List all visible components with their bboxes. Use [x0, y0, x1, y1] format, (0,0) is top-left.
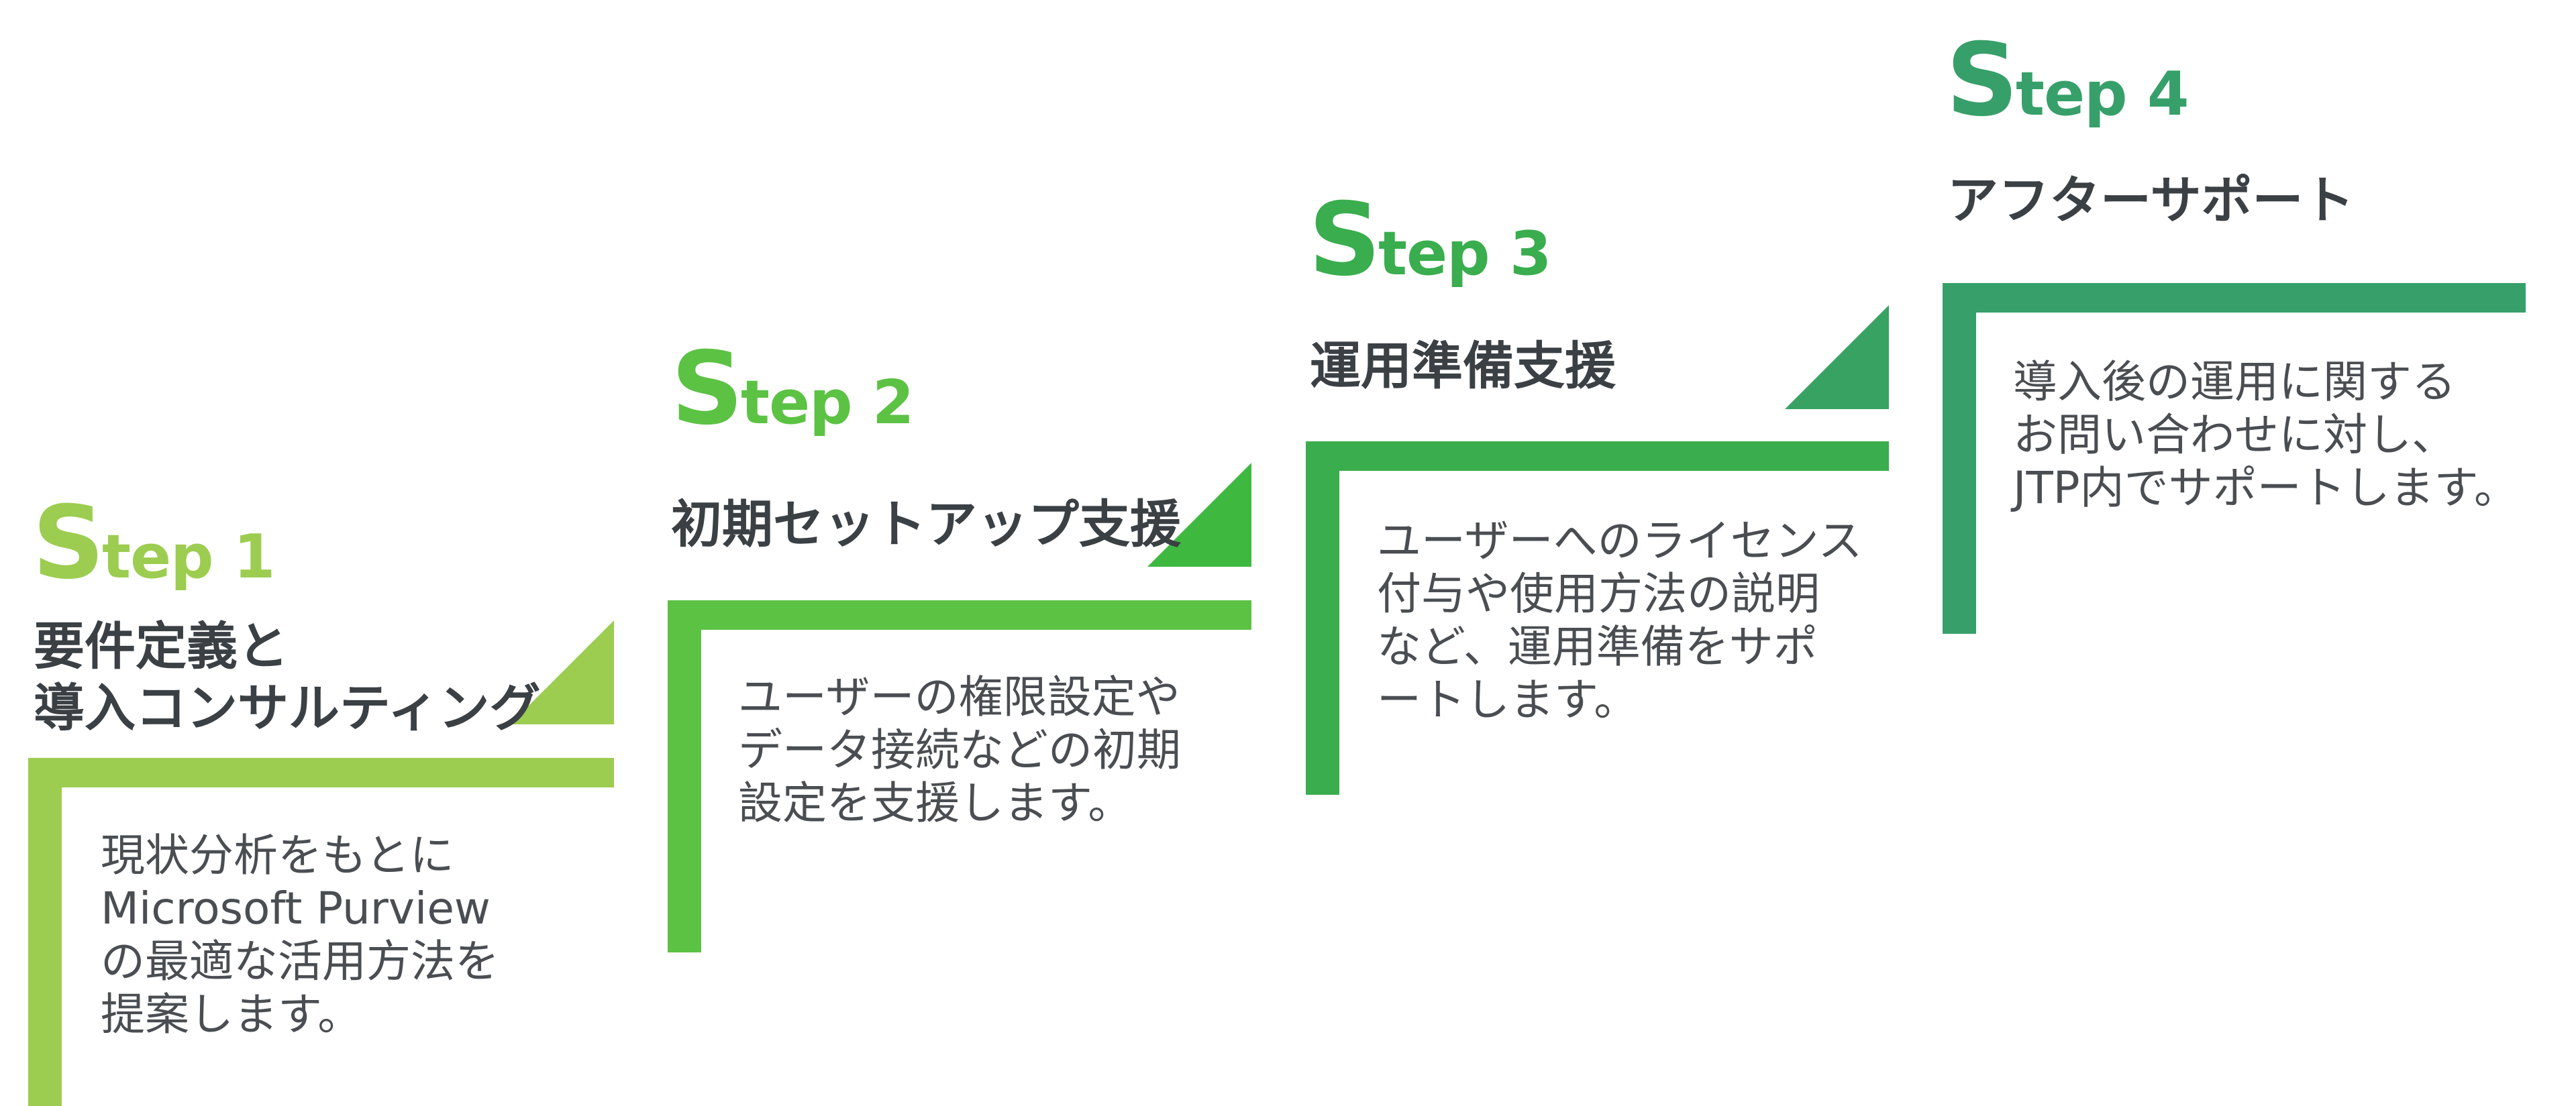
step-2-desc-line-1: ユーザーの権限設定や: [738, 671, 1180, 723]
step-1-triangle: [510, 620, 614, 724]
step-3-bar-vertical: [1306, 441, 1339, 795]
step-1-description: 現状分析をもとに Microsoft Purview の最適な活用方法を 提案し…: [101, 829, 499, 1041]
step-1-title-line-2: 導入コンサルティング: [34, 678, 541, 738]
step-4-desc-line-1: 導入後の運用に関する: [2013, 356, 2456, 408]
step-1-bar-horizontal: [28, 758, 614, 787]
step-4-title: アフターサポート: [1947, 170, 2354, 231]
step-2-bar-vertical: [668, 600, 701, 952]
step-4-label: Step 4: [1946, 30, 2189, 131]
step-3-triangle: [1785, 305, 1889, 409]
step-2-triangle: [1147, 463, 1251, 567]
step-3-desc-line-1: ユーザーへのライセンス: [1377, 515, 1863, 567]
step-1-title: 要件定義と 導入コンサルティング: [34, 616, 540, 739]
step-2-label-s: S: [671, 331, 743, 447]
step-4-title-line-1: アフターサポート: [1947, 170, 2355, 230]
step-3-desc-line-4: ートします。: [1377, 674, 1639, 726]
step-4-bar-vertical: [1943, 283, 1976, 634]
step-1-desc-line-2: Microsoft Purview: [101, 883, 491, 934]
step-2-title-line-1: 初期セットアップ支援: [671, 494, 1181, 554]
step-1-bar-vertical: [28, 758, 62, 1106]
step-4-label-rest: tep 4: [2016, 59, 2189, 129]
step-2-label: Step 2: [671, 339, 915, 439]
step-3-bar-horizontal: [1306, 441, 1889, 471]
step-4-desc-line-3: JTP内でサポートします。: [2013, 462, 2518, 514]
step-3-title-line-1: 運用準備支援: [1310, 336, 1616, 396]
step-1-desc-line-4: 提案します。: [101, 989, 362, 1040]
step-3-label-rest: tep 3: [1378, 219, 1551, 289]
step-4-bar-horizontal: [1943, 283, 2526, 313]
step-3-desc-line-3: など、運用準備をサポ: [1377, 621, 1818, 673]
step-3-desc-line-2: 付与や使用方法の説明: [1377, 568, 1820, 620]
step-4-description: 導入後の運用に関する お問い合わせに対し、 JTP内でサポートします。: [2013, 355, 2518, 514]
step-1-title-line-1: 要件定義と: [34, 616, 289, 676]
step-2-label-rest: tep 2: [741, 368, 914, 438]
step-2-description: ユーザーの権限設定や データ接続などの初期 設定を支援します。: [738, 671, 1181, 830]
step-1-desc-line-3: の最適な活用方法を: [101, 936, 499, 987]
step-2-bar-horizontal: [668, 600, 1251, 630]
step-3-label: Step 3: [1308, 190, 1552, 290]
step-4-desc-line-2: お問い合わせに対し、: [2013, 409, 2456, 461]
step-3-title: 運用準備支援: [1310, 335, 1616, 397]
step-3-description: ユーザーへのライセンス 付与や使用方法の説明 など、運用準備をサポ ートします。: [1377, 514, 1862, 726]
step-1-label-rest: tep 1: [102, 522, 275, 592]
step-2-desc-line-3: 設定を支援します。: [738, 777, 1133, 829]
step-3-label-s: S: [1308, 182, 1381, 298]
step-2-title: 初期セットアップ支援: [671, 494, 1181, 555]
step-1-desc-line-1: 現状分析をもとに: [101, 830, 454, 881]
step-1-label-s: S: [32, 485, 105, 602]
step-2-desc-line-2: データ接続などの初期: [738, 724, 1181, 776]
step-1-label: Step 1: [32, 493, 276, 594]
step-4-label-s: S: [1946, 22, 2018, 139]
